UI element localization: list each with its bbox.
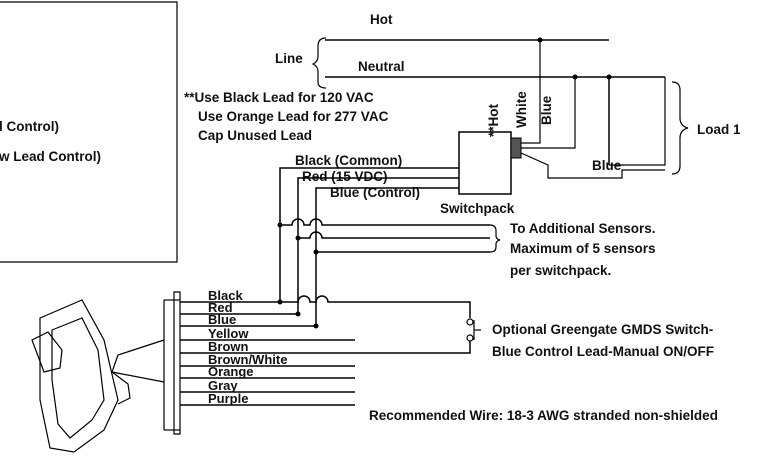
switch-note-line1: Optional Greengate GMDS Switch- bbox=[492, 322, 713, 337]
additional-brace bbox=[489, 224, 501, 253]
switchpack-hot-label: **Hot bbox=[486, 103, 501, 137]
note-line2: Use Orange Lead for 277 VAC bbox=[198, 109, 389, 124]
lead-white bbox=[521, 77, 576, 149]
load-label: Load 1 bbox=[697, 122, 741, 137]
switch-contact-bottom bbox=[466, 334, 474, 342]
switchpack-terminal bbox=[510, 137, 522, 159]
sensor bbox=[31, 291, 181, 453]
junction-extra-blue bbox=[313, 249, 319, 255]
additional-line1: To Additional Sensors. bbox=[510, 221, 656, 236]
additional-line2: Maximum of 5 sensors bbox=[510, 241, 656, 256]
switchpack: Switchpack **Hot White Blue Blue bbox=[440, 40, 666, 216]
junction-extra-black bbox=[277, 222, 283, 228]
bus-blue-wire bbox=[315, 187, 459, 326]
switch-contact-top bbox=[466, 318, 474, 326]
junction-red bbox=[295, 311, 301, 317]
switchpack-blue-out-label: Blue bbox=[592, 158, 622, 173]
extra-black bbox=[280, 218, 490, 226]
junction-black bbox=[277, 299, 283, 305]
wire-label-brown: Brown bbox=[208, 339, 249, 354]
bus-red-label: Red (15 VDC) bbox=[302, 169, 388, 184]
line-feed: Hot Line Neutral bbox=[275, 12, 665, 89]
recommended-wire-note: Recommended Wire: 18-3 AWG stranded non-… bbox=[369, 408, 718, 423]
additional-line3: per switchpack. bbox=[510, 263, 611, 278]
bus-black-label: Black (Common) bbox=[295, 153, 402, 168]
control-panel-box: l Control) w Lead Control) bbox=[0, 1, 178, 263]
lead-blue bbox=[520, 152, 665, 179]
hot-label: Hot bbox=[370, 12, 393, 27]
sensor-mount bbox=[111, 371, 131, 405]
lead-wire-brown bbox=[180, 340, 471, 354]
note-line1: **Use Black Lead for 120 VAC bbox=[184, 90, 374, 105]
panel-text-line1: l Control) bbox=[0, 119, 59, 134]
switchpack-white-label: White bbox=[514, 91, 529, 128]
switchpack-box bbox=[458, 131, 512, 195]
lead-wire-black bbox=[180, 295, 471, 318]
optional-switch: Optional Greengate GMDS Switch- Blue Con… bbox=[466, 318, 714, 359]
bus-red-wire bbox=[297, 177, 459, 314]
switchpack-blue-label: Blue bbox=[539, 95, 554, 125]
sensor-arm bbox=[111, 339, 165, 383]
control-bus: Black (Common) Red (15 VDC) Blue (Contro… bbox=[279, 153, 459, 326]
neutral-label: Neutral bbox=[358, 59, 405, 74]
switchpack-label: Switchpack bbox=[440, 201, 515, 216]
panel-text-line2: w Lead Control) bbox=[0, 149, 101, 164]
wire-label-brown-white: Brown/White bbox=[208, 352, 287, 367]
switch-note-line2: Blue Control Lead-Manual ON/OFF bbox=[492, 344, 714, 359]
load: Load 1 bbox=[671, 81, 741, 175]
extra-red bbox=[298, 231, 490, 239]
wire-label-blue: Blue bbox=[208, 312, 236, 327]
sensor-head bbox=[39, 299, 119, 453]
line-label: Line bbox=[275, 51, 303, 66]
sensor-leads: Black Red Blue Yellow Brown Brown/White … bbox=[180, 288, 471, 406]
line-brace bbox=[311, 37, 327, 89]
sensor-cable-bundle bbox=[173, 291, 181, 435]
wire-label-purple: Purple bbox=[208, 391, 248, 406]
additional-sensors: To Additional Sensors. Maximum of 5 sens… bbox=[277, 218, 656, 278]
sensor-lens bbox=[51, 317, 105, 439]
wire-label-gray: Gray bbox=[208, 378, 238, 393]
wire-label-black: Black bbox=[208, 288, 243, 303]
sensor-bracket bbox=[31, 331, 63, 373]
note-line3: Cap Unused Lead bbox=[198, 128, 312, 143]
lead-hot bbox=[521, 40, 541, 144]
wire-label-red: Red bbox=[208, 300, 233, 315]
load-brace bbox=[671, 81, 689, 175]
bus-black-wire bbox=[279, 167, 459, 302]
load-neutral bbox=[609, 77, 666, 166]
wire-label-yellow: Yellow bbox=[208, 326, 249, 341]
voltage-note: **Use Black Lead for 120 VAC Use Orange … bbox=[184, 90, 389, 143]
junction-extra-red bbox=[295, 235, 301, 241]
wire-label-orange: Orange bbox=[208, 364, 254, 379]
junction-blue bbox=[313, 323, 319, 329]
